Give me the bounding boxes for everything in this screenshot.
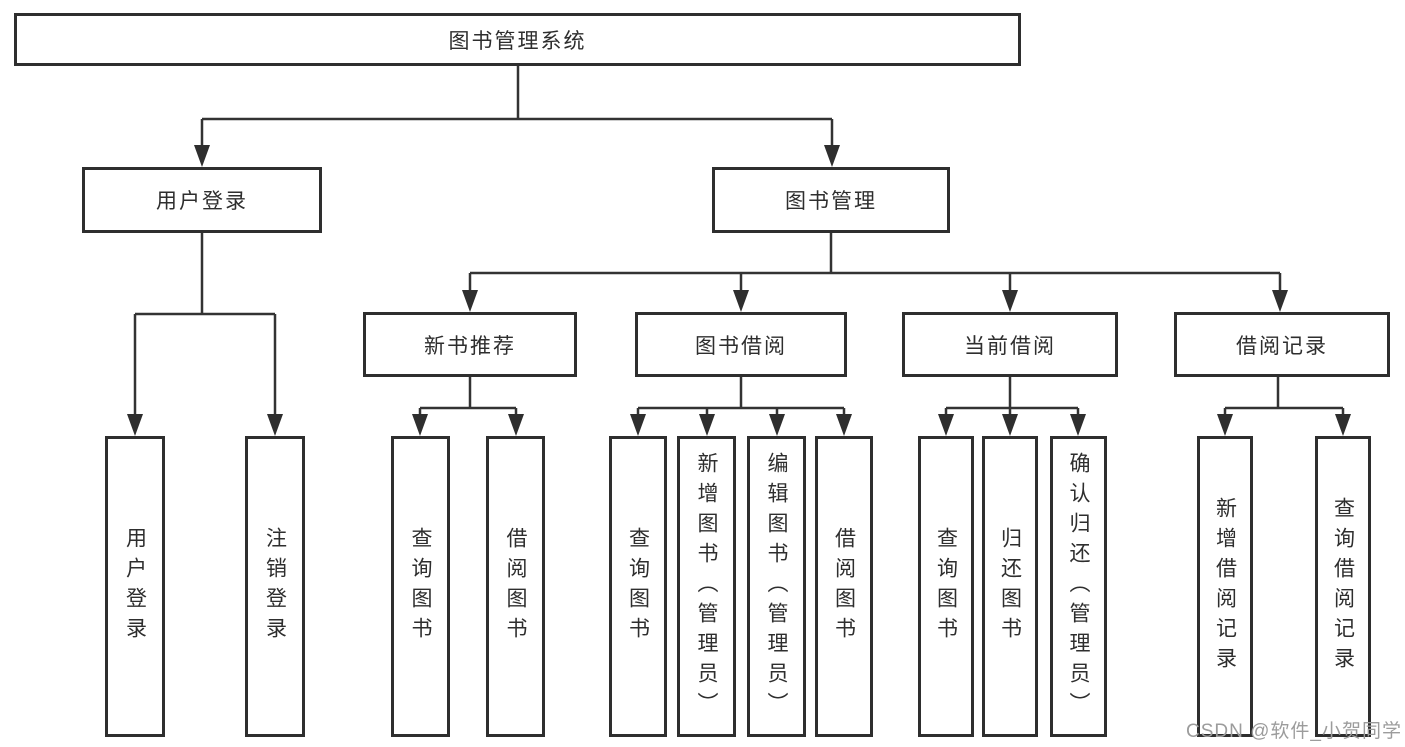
leaf-borrow-books-recommend: 借阅图书 (486, 436, 545, 737)
leaf-borrow-books-borrowing: 借阅图书 (815, 436, 873, 737)
node-new-book-recommend: 新书推荐 (363, 312, 577, 377)
leaf-query-books-borrowing: 查询图书 (609, 436, 667, 737)
leaf-query-books-current-label: 查询图书 (934, 526, 958, 647)
node-user-login-label: 用户登录 (156, 190, 248, 213)
node-book-borrowing-label: 图书借阅 (695, 334, 787, 358)
leaf-logout-label: 注销登录 (263, 526, 287, 647)
arrowheads (127, 145, 1351, 436)
leaf-borrow-books-recommend-label: 借阅图书 (504, 526, 527, 647)
leaf-user-login: 用户登录 (105, 436, 165, 737)
node-current-borrowing-label: 当前借阅 (964, 334, 1056, 358)
node-current-borrowing: 当前借阅 (902, 312, 1118, 377)
leaf-return-books: 归还图书 (982, 436, 1038, 737)
node-book-management: 图书管理 (712, 167, 950, 233)
leaf-add-books-admin-label: 新增图书（管理员） (695, 451, 718, 722)
node-user-login: 用户登录 (82, 167, 322, 233)
node-root-system: 图书管理系统 (14, 13, 1021, 66)
leaf-user-login-label: 用户登录 (123, 526, 147, 647)
csdn-watermark: CSDN @软件_小贺同学 (1186, 721, 1402, 742)
leaf-query-books-borrowing-label: 查询图书 (626, 526, 650, 647)
leaf-logout: 注销登录 (245, 436, 305, 737)
leaf-borrow-books-borrowing-label: 借阅图书 (832, 526, 856, 647)
leaf-add-borrow-record-label: 新增借阅记录 (1213, 496, 1237, 677)
node-book-borrowing: 图书借阅 (635, 312, 847, 377)
node-borrowing-records: 借阅记录 (1174, 312, 1390, 377)
leaf-query-books-current: 查询图书 (918, 436, 974, 737)
leaf-edit-books-admin-label: 编辑图书（管理员） (765, 451, 788, 722)
leaf-confirm-return-admin: 确认归还（管理员） (1050, 436, 1107, 737)
leaf-edit-books-admin: 编辑图书（管理员） (747, 436, 806, 737)
leaf-query-books-recommend: 查询图书 (391, 436, 450, 737)
leaf-confirm-return-admin-label: 确认归还（管理员） (1067, 451, 1090, 722)
leaf-return-books-label: 归还图书 (998, 526, 1022, 647)
leaf-query-borrow-record-label: 查询借阅记录 (1331, 496, 1355, 677)
leaf-query-books-recommend-label: 查询图书 (409, 526, 432, 647)
node-root-label: 图书管理系统 (448, 29, 587, 53)
leaf-add-borrow-record: 新增借阅记录 (1197, 436, 1253, 737)
node-book-management-label: 图书管理 (785, 190, 877, 213)
leaf-query-borrow-record: 查询借阅记录 (1315, 436, 1371, 737)
node-borrowing-records-label: 借阅记录 (1236, 334, 1328, 358)
node-new-book-recommend-label: 新书推荐 (424, 334, 516, 358)
leaf-add-books-admin: 新增图书（管理员） (677, 436, 736, 737)
